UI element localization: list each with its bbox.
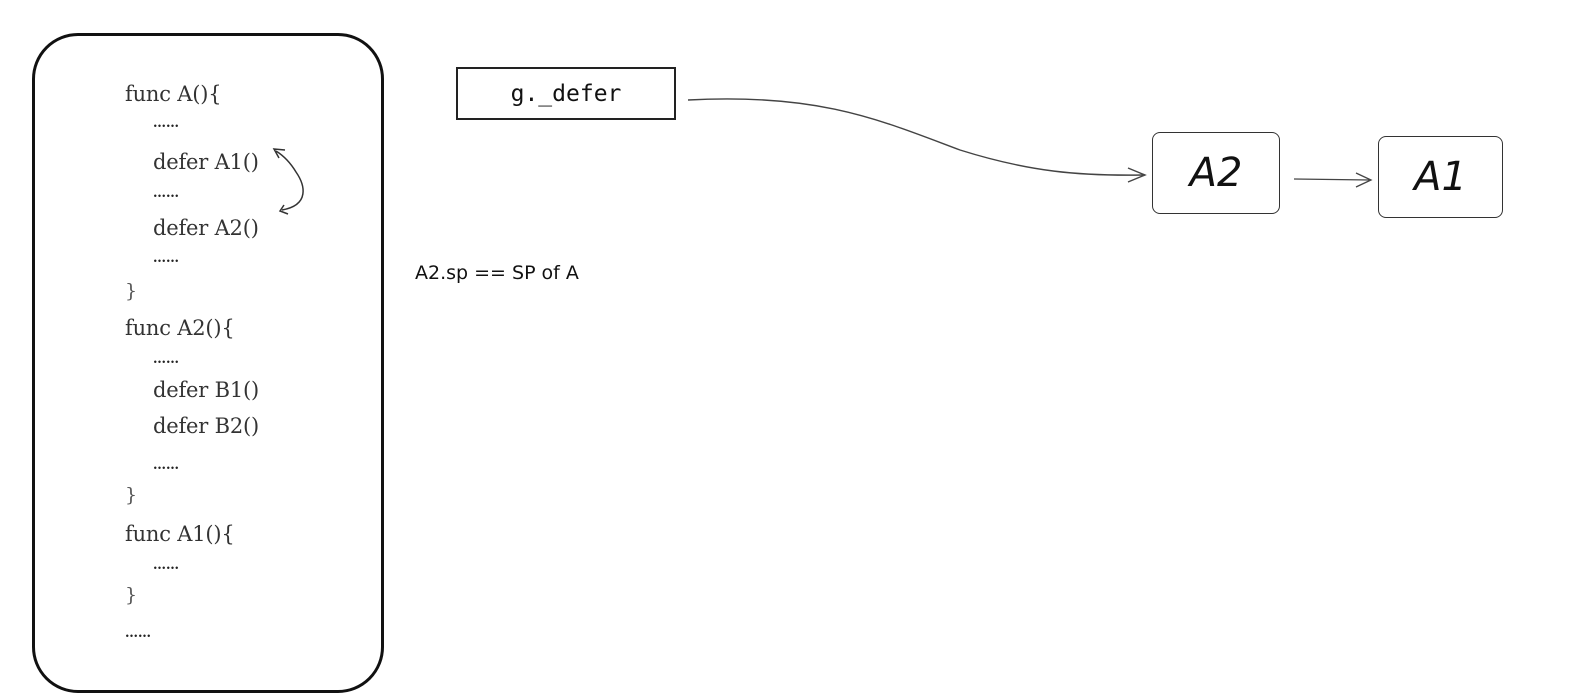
code-line: …… [153, 116, 179, 131]
g-defer-box: g._defer [456, 67, 676, 120]
a2-to-a1-arrowhead [1355, 172, 1373, 188]
code-line: …… [153, 458, 179, 473]
code-line: …… [153, 352, 179, 367]
code-line: func A(){ [125, 82, 222, 106]
g-defer-label: g._defer [510, 80, 622, 107]
code-line: } [125, 584, 137, 606]
code-line: …… [153, 186, 179, 201]
code-line: } [125, 484, 137, 506]
code-line: …… [153, 251, 179, 266]
defer-node-a1: A1 [1378, 136, 1503, 218]
code-line: defer A1() [153, 150, 259, 174]
code-line: func A2(){ [125, 316, 235, 340]
code-line: defer B1() [153, 378, 259, 402]
code-line: func A1(){ [125, 522, 235, 546]
g-defer-to-a2-arrow [687, 98, 1144, 176]
defer-node-a2: A2 [1152, 132, 1280, 214]
code-line: } [125, 280, 137, 302]
a2-to-a1-arrow [1293, 178, 1371, 181]
code-line: …… [125, 626, 151, 641]
defer-node-a2-label: A2 [1189, 150, 1243, 196]
code-line: …… [153, 558, 179, 573]
code-panel: func A(){ …… defer A1() …… defer A2() ……} func… [32, 33, 384, 693]
code-line: defer B2() [153, 414, 259, 438]
g-defer-to-a2-arrowhead [1127, 167, 1147, 183]
sp-note: A2.sp == SP of A [415, 262, 579, 284]
code-line: defer A2() [153, 216, 259, 240]
defer-node-a1-label: A1 [1414, 154, 1467, 200]
